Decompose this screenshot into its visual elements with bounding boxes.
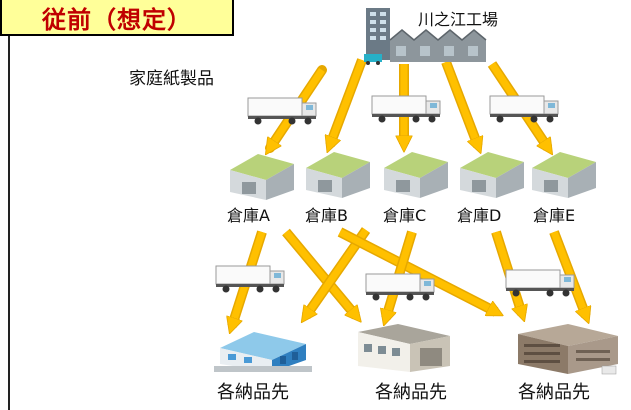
arrow-factory-to-warehouse-b [330, 58, 367, 145]
warehouse-a-label: 倉庫A [227, 206, 270, 225]
product-category-label: 家庭紙製品 [129, 69, 214, 89]
title-box: 従前（想定） [0, 0, 234, 36]
truck-icon [215, 265, 285, 293]
customer-label: 各納品先 [375, 382, 447, 403]
truck-icon [505, 269, 575, 297]
warehouse-e-label: 倉庫E [533, 206, 576, 225]
warehouse-a-icon [230, 154, 294, 200]
left-border-line [8, 36, 10, 410]
factory-label: 川之江工場 [418, 10, 499, 29]
arrow-factory-to-warehouse-d [441, 60, 478, 146]
customer-label: 各納品先 [217, 382, 289, 403]
truck-icon [247, 97, 317, 125]
customer-building-icon [518, 324, 618, 375]
customer-building-icon [214, 332, 312, 372]
truck-icon [371, 95, 441, 123]
truck-icon [365, 273, 435, 301]
arrow-warehouse-e-to-customer-3 [549, 230, 586, 316]
flow-arrows [232, 58, 586, 326]
arrow-warehouse-b-to-customer-3 [337, 227, 496, 317]
warehouse-b-icon [306, 152, 370, 198]
warehouse-e-icon [532, 152, 596, 198]
warehouse-d-icon [460, 152, 524, 198]
diagram-title: 従前（想定） [42, 5, 192, 34]
customer-label: 各納品先 [518, 382, 590, 403]
warehouse-d-label: 倉庫D [457, 206, 502, 225]
warehouse-c-label: 倉庫C [383, 206, 427, 225]
warehouse-c-icon [384, 152, 448, 198]
factory-icon [364, 8, 487, 65]
arrow-warehouse-a-to-customer-2 [282, 228, 356, 316]
warehouse-b-label: 倉庫B [305, 206, 348, 225]
customer-building-icon [358, 324, 450, 372]
truck-icon [489, 95, 559, 123]
